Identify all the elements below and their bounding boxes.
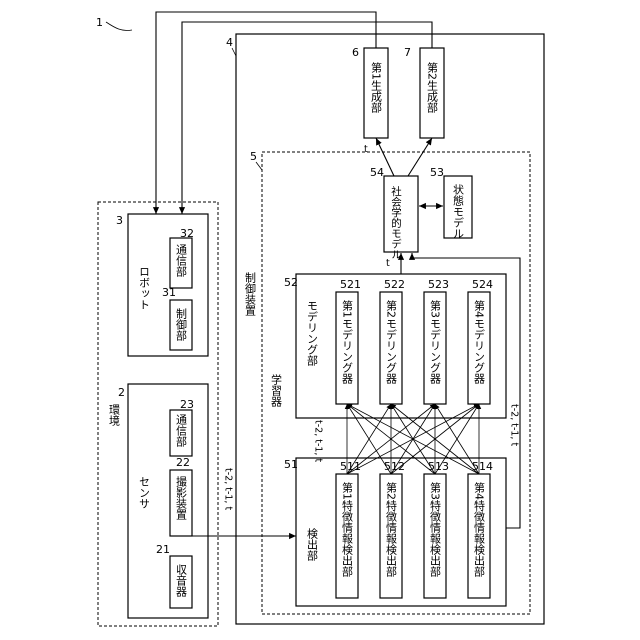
- detect-time-label: t-2, t-1, t: [313, 420, 324, 462]
- robot-ref: 3: [116, 214, 123, 227]
- microphone-label: 収音器: [175, 564, 188, 598]
- detector-4: 514 第4特徴情報検出部: [468, 460, 493, 598]
- modeler-2-label: 第2モデリング器: [385, 299, 398, 385]
- side-time-label: t-2, t-1, t: [509, 404, 520, 446]
- modeling-unit-ref: 52: [284, 276, 298, 289]
- figure-ref: 1: [96, 16, 103, 29]
- sensor-comm-ref: 23: [180, 398, 194, 411]
- learner-ref: 5: [250, 150, 257, 163]
- model-time-label: t: [386, 258, 390, 269]
- modeler-3: 523 第3モデリング器: [424, 278, 449, 404]
- detection-unit-ref: 51: [284, 458, 298, 471]
- robot-label: ロボット: [138, 266, 151, 310]
- detector-2: 512 第2特徴情報検出部: [380, 460, 405, 598]
- sensor-comm-label: 通信部: [175, 414, 188, 447]
- robot-control-label: 制御部: [175, 308, 188, 341]
- modeler-1: 521 第1モデリング器: [336, 278, 361, 404]
- svg-text:環境: 環境: [108, 404, 121, 426]
- detector-3-label: 第3特徴情報検出部: [429, 481, 442, 577]
- modeler-1-label: 第1モデリング器: [341, 299, 354, 385]
- modeler-2: 522 第2モデリング器: [380, 278, 405, 404]
- generator-1-ref: 6: [352, 46, 359, 59]
- imaging-device-label: 撮影装置: [175, 475, 188, 520]
- modeler-4: 524 第4モデリング器: [468, 278, 493, 404]
- generator-2-ref: 7: [404, 46, 411, 59]
- detector-1-label: 第1特徴情報検出部: [341, 481, 354, 577]
- sensor-label: センサ: [138, 476, 151, 509]
- state-model-label: 状態モデル: [452, 183, 465, 239]
- imaging-device-ref: 22: [176, 456, 190, 469]
- control-device-ref: 4: [226, 36, 233, 49]
- microphone-ref: 21: [156, 543, 170, 556]
- learner-label: 学習器: [270, 373, 283, 408]
- environment-label: 環境: [108, 404, 121, 426]
- generator-1-label: 第1生成部: [370, 61, 383, 113]
- control-device-label: 制御装置: [244, 272, 257, 316]
- social-model-label: 社会学的モデル: [390, 185, 402, 259]
- sensor-ref: 2: [118, 386, 125, 399]
- sensor-time-label: t-2, t-1, t: [223, 468, 234, 510]
- modeler-3-ref: 523: [428, 278, 449, 291]
- gen-time-label: t: [364, 144, 368, 155]
- robot-comm-label: 通信部: [175, 244, 188, 277]
- social-model-ref: 54: [370, 166, 384, 179]
- modeler-1-ref: 521: [340, 278, 361, 291]
- generator-2-label: 第2生成部: [426, 61, 439, 113]
- modeler-3-label: 第3モデリング器: [429, 299, 442, 385]
- detection-unit-label: 検出部: [306, 527, 319, 561]
- robot-comm-ref: 32: [180, 227, 194, 240]
- modeling-unit-label: モデリング部: [306, 300, 319, 366]
- modeler-4-ref: 524: [472, 278, 493, 291]
- state-model-ref: 53: [430, 166, 444, 179]
- modeler-2-ref: 522: [384, 278, 405, 291]
- modeler-4-label: 第4モデリング器: [473, 299, 486, 385]
- detector-3: 513 第3特徴情報検出部: [424, 460, 449, 598]
- detector-2-label: 第2特徴情報検出部: [385, 481, 398, 577]
- figure-ref-leader: [106, 22, 132, 31]
- detector-4-label: 第4特徴情報検出部: [473, 481, 486, 577]
- detector-1: 511 第1特徴情報検出部: [336, 460, 361, 598]
